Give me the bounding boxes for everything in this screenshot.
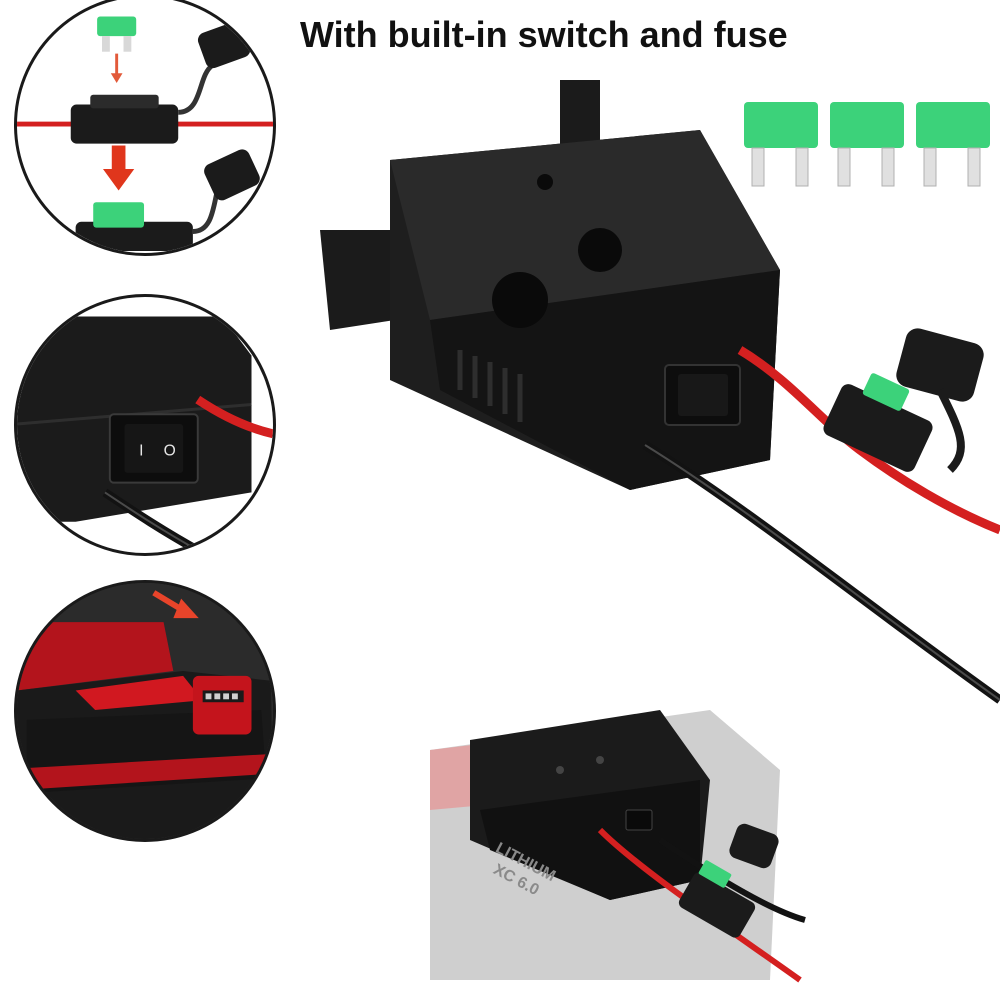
- arrow-down-icon: [102, 145, 135, 191]
- adapter-on-battery: LITHIUM XC 6.0: [430, 710, 806, 983]
- fuse-icon: [916, 102, 990, 187]
- spare-fuses: [744, 102, 990, 187]
- rocker-switch-icon: [664, 364, 741, 426]
- arrow-right-icon: [152, 590, 199, 619]
- switch-on-mark: I: [139, 442, 143, 459]
- fuse-detail-circle: [14, 0, 276, 256]
- battery-adapter: [320, 80, 1000, 704]
- switch-detail-circle: I O: [14, 294, 276, 556]
- fuse-detail-illustration: [17, 16, 273, 252]
- switch-detail-illustration: I O: [17, 297, 273, 553]
- switch-off-mark: O: [164, 442, 176, 459]
- fuse-icon: [97, 16, 137, 52]
- battery-attach-illustration: [17, 583, 273, 839]
- battery-attach-circle: [14, 580, 276, 842]
- headline-text: With built-in switch and fuse: [300, 14, 788, 55]
- rocker-switch-icon: I O: [108, 413, 199, 484]
- fuse-icon: [830, 102, 904, 187]
- fuse-icon: [744, 102, 818, 187]
